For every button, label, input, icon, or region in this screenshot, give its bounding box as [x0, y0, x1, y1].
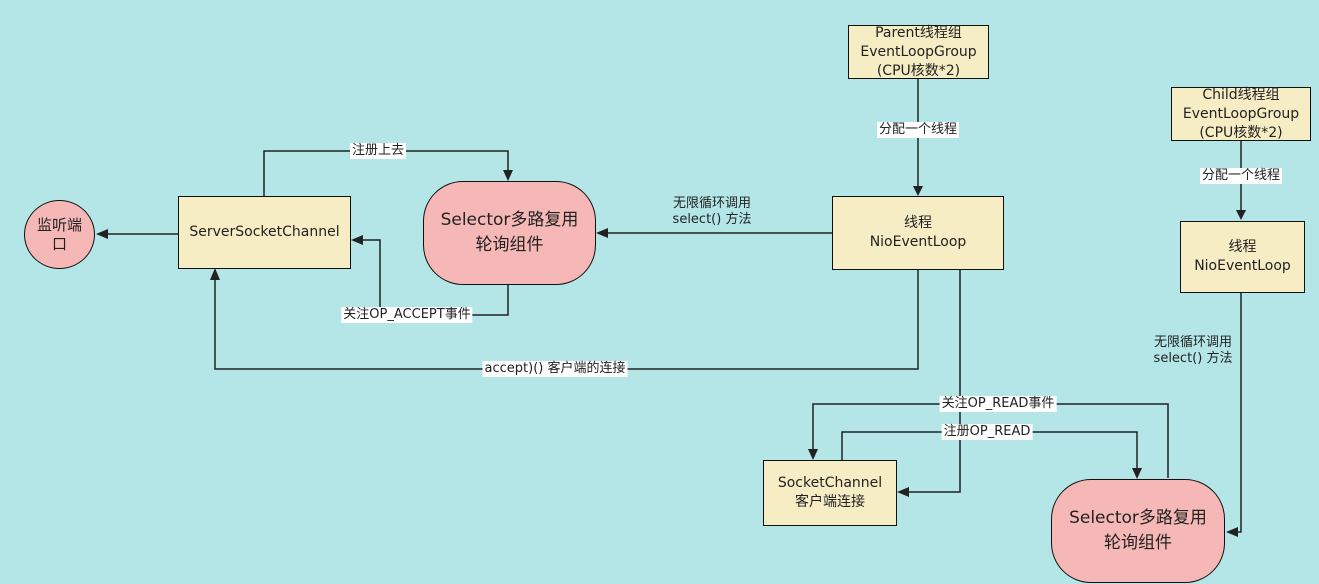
arrowhead — [210, 268, 220, 280]
socket-channel-line-2: 客户端连接 — [795, 494, 865, 510]
selector-main-line-1: Selector多路复用 — [440, 210, 579, 230]
arrowhead — [1236, 210, 1246, 220]
parent-group-line-3: (CPU核数*2) — [876, 62, 961, 79]
parent-group-box: Parent线程组 EventLoopGroup (CPU核数*2) — [848, 25, 989, 79]
thread-child-line-2: NioEventLoop — [1194, 258, 1291, 274]
label-infinite-loop-main-1: 无限循环调用 — [672, 196, 751, 211]
selector-main-line-2: 轮询组件 — [475, 235, 544, 255]
parent-group-line-2: EventLoopGroup — [860, 43, 977, 60]
label-assign-thread-parent: 分配一个线程 — [876, 122, 960, 138]
socket-channel-box: SocketChannel 客户端连接 — [763, 460, 897, 526]
child-group-line-1: Child线程组 — [1202, 86, 1280, 103]
label-accept-connection: accept)() 客户端的连接 — [482, 361, 628, 377]
thread-main-line-2: NioEventLoop — [869, 234, 967, 250]
child-group-line-3: (CPU核数*2) — [1199, 124, 1283, 141]
arrowhead — [1226, 527, 1238, 537]
listen-port-line-2: 口 — [51, 234, 67, 253]
arrowhead — [503, 170, 513, 181]
thread-main-line-1: 线程 — [904, 215, 932, 231]
selector-main-box: Selector多路复用 轮询组件 — [423, 181, 596, 285]
label-register-up: 注册上去 — [349, 143, 407, 159]
thread-child-box: 线程 NioEventLoop — [1180, 221, 1305, 293]
child-group-line-2: EventLoopGroup — [1182, 105, 1300, 122]
arrowhead — [1132, 468, 1142, 479]
listen-port-line-1: 监听端 — [36, 215, 82, 234]
arrowhead — [596, 228, 608, 238]
label-infinite-loop-child-1: 无限循环调用 — [1153, 335, 1232, 350]
edge-loop-child — [1236, 293, 1242, 533]
thread-child-line-1: 线程 — [1228, 239, 1257, 255]
child-group-box: Child线程组 EventLoopGroup (CPU核数*2) — [1171, 87, 1311, 141]
selector-child-box: Selector多路复用 轮询组件 — [1051, 479, 1225, 583]
server-socket-channel-label: ServerSocketChannel — [189, 224, 340, 240]
arrowhead — [897, 487, 909, 497]
label-infinite-loop-child: 无限循环调用 select() 方法 — [1152, 335, 1235, 367]
listen-port-circle: 监听端 口 — [24, 200, 95, 269]
selector-child-line-2: 轮询组件 — [1104, 533, 1172, 553]
label-register-read: 注册OP_READ — [941, 424, 1033, 440]
label-focus-accept: 关注OP_ACCEPT事件 — [341, 307, 473, 323]
selector-child-line-1: Selector多路复用 — [1069, 508, 1207, 528]
label-infinite-loop-main-2: select() 方法 — [672, 212, 752, 227]
label-infinite-loop-main: 无限循环调用 select() 方法 — [671, 196, 754, 228]
thread-main-box: 线程 NioEventLoop — [832, 196, 1004, 270]
label-infinite-loop-child-2: select() 方法 — [1153, 351, 1233, 366]
parent-group-line-1: Parent线程组 — [875, 24, 962, 41]
arrowhead — [808, 449, 818, 460]
label-focus-read: 关注OP_READ事件 — [939, 396, 1057, 412]
label-assign-thread-child: 分配一个线程 — [1199, 168, 1283, 184]
edge-thread-to-socket — [907, 270, 961, 493]
socket-channel-line-1: SocketChannel — [777, 475, 883, 491]
arrowhead — [913, 186, 923, 196]
arrowhead — [96, 229, 108, 239]
edge-accept-connection — [214, 270, 919, 370]
arrowhead — [351, 235, 363, 245]
server-socket-channel-box: ServerSocketChannel — [178, 196, 351, 269]
